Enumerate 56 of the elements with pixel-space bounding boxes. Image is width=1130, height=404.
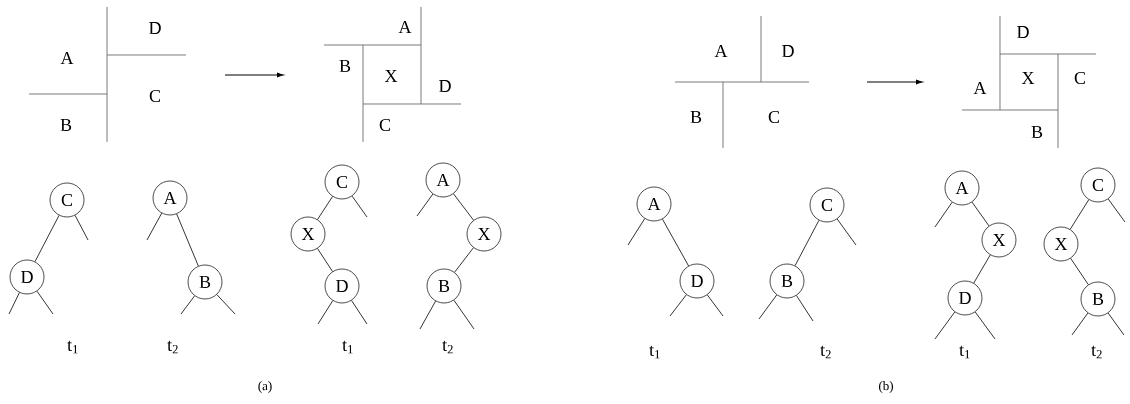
tree-edge [453, 193, 474, 221]
region-label: D [149, 22, 161, 34]
subtree-stub [216, 294, 236, 315]
subtree-stub [419, 300, 436, 330]
region-label: B [339, 60, 351, 72]
panel-caption: (b) [879, 381, 893, 393]
region-label: X [384, 70, 398, 82]
tree-edge [317, 196, 333, 220]
region-label: C [1074, 71, 1085, 85]
region-label: A [60, 52, 74, 64]
tree-edge [176, 213, 199, 267]
tree-edge [1070, 258, 1089, 285]
subtree-stub [180, 295, 195, 315]
region-label: D [782, 45, 794, 57]
subtree-stub [36, 290, 54, 315]
region-label: D [439, 80, 451, 92]
tree-edge [454, 247, 474, 273]
tree-edge [794, 219, 820, 267]
subtree-stub [351, 195, 368, 218]
region-label: A [973, 82, 987, 94]
subtree-stub [1071, 312, 1089, 336]
subtree-stub [758, 294, 778, 320]
tree-edge [971, 201, 990, 227]
subtree-stub [669, 294, 687, 317]
region-label: A [398, 21, 412, 33]
subtree-stub [974, 311, 996, 340]
subtree-stub [706, 294, 724, 317]
subtree-stub [796, 295, 814, 322]
subtree-stub [74, 214, 89, 241]
subtree-stub [934, 201, 953, 228]
tree-edge [317, 248, 333, 272]
subtree-stub [453, 299, 475, 330]
region-label: D [1017, 26, 1029, 38]
subtree-stub [1107, 198, 1126, 223]
tree-edge [1069, 199, 1090, 230]
subtree-stub [836, 218, 857, 246]
panel-caption: (a) [258, 381, 272, 393]
subtree-stub [317, 300, 334, 325]
tree-edge [973, 254, 991, 284]
region-label: B [60, 119, 72, 131]
subtree-stub [8, 292, 20, 315]
region-label: X [1021, 72, 1035, 84]
region-label: C [768, 110, 779, 124]
region-label: A [714, 45, 728, 57]
subtree-stub [934, 311, 956, 340]
subtree-stub [416, 193, 434, 217]
subtree-stub [146, 212, 163, 241]
region-label: C [379, 118, 390, 132]
tree-edge [662, 218, 689, 267]
subtree-stub [1107, 312, 1125, 336]
region-label: B [690, 111, 702, 123]
region-label: C [149, 89, 160, 103]
tree-edge [34, 215, 60, 262]
region-label: B [1031, 126, 1043, 138]
subtree-stub [627, 218, 646, 246]
subtree-stub [351, 300, 368, 325]
